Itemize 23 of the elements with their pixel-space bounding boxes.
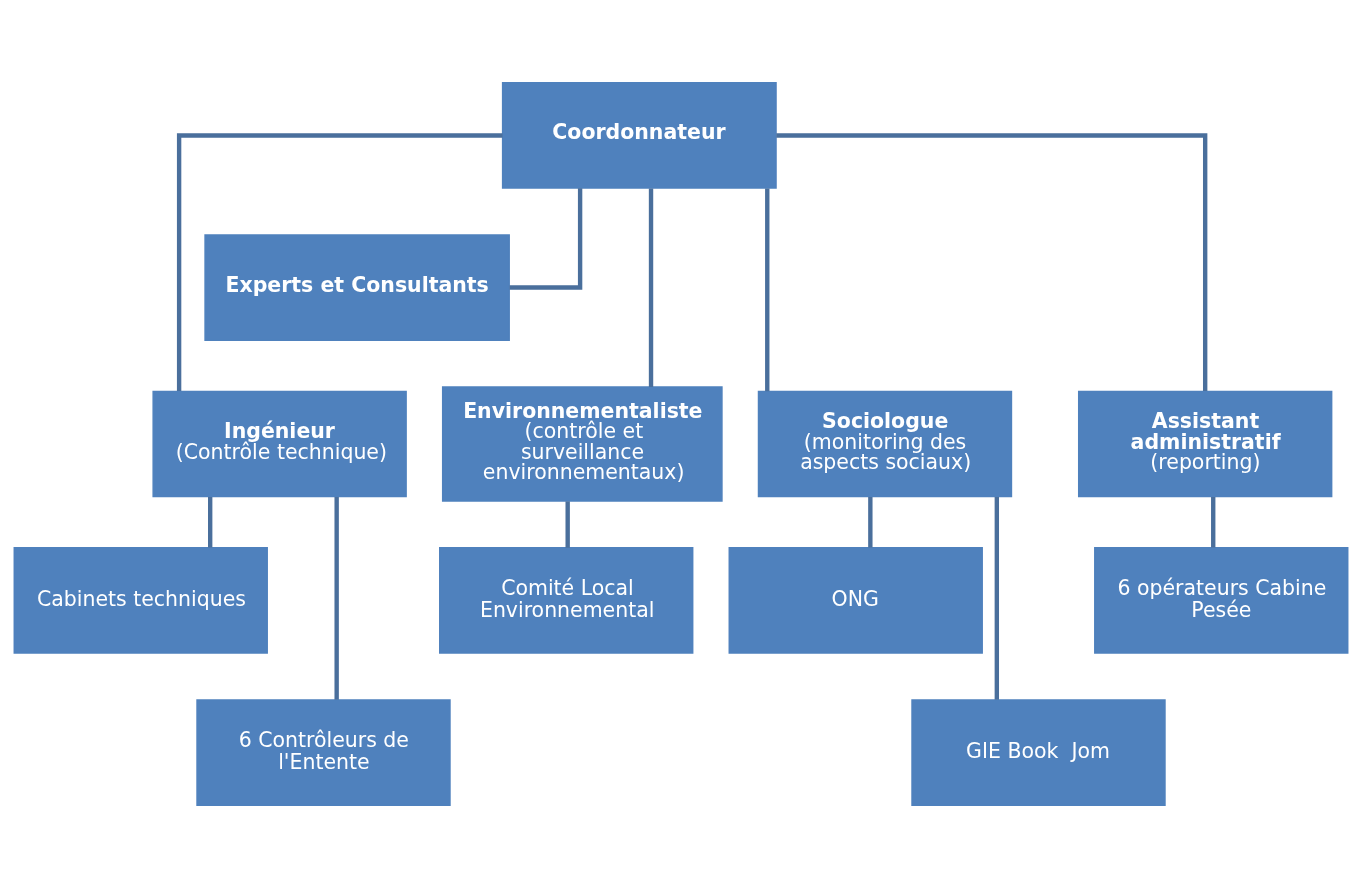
node-box: Ingénieur (Contrôle technique): [152, 390, 407, 498]
node-box: Environnementaliste (contrôle et surveillance environnementaux): [441, 386, 723, 502]
connector: [994, 497, 999, 700]
connector: [868, 496, 873, 548]
node-box: Assistant administratif (reporting): [1078, 390, 1333, 498]
connector: [176, 133, 503, 391]
node-box: 6 opérateurs Cabine Pesée: [1094, 547, 1349, 654]
connector: [776, 133, 1208, 391]
node-box: 6 Contrôleurs de l'Entente: [196, 699, 451, 806]
connector: [509, 188, 583, 290]
connector: [208, 496, 213, 548]
node-box: ONG: [728, 547, 983, 654]
connector: [1211, 496, 1216, 548]
node-box: Experts et Consultants: [204, 234, 510, 341]
node-box: Cabinets techniques: [13, 547, 268, 654]
connector: [334, 497, 339, 700]
node-box: GIE Book Jom: [911, 699, 1166, 806]
node-box: Sociologue (monitoring des aspects sociaux): [757, 390, 1013, 498]
connector: [765, 188, 770, 392]
connector: [565, 501, 570, 548]
node-box: Comité Local Environnemental: [439, 547, 694, 654]
connector: [648, 188, 654, 387]
node-box: Coordonnateur: [501, 82, 777, 189]
